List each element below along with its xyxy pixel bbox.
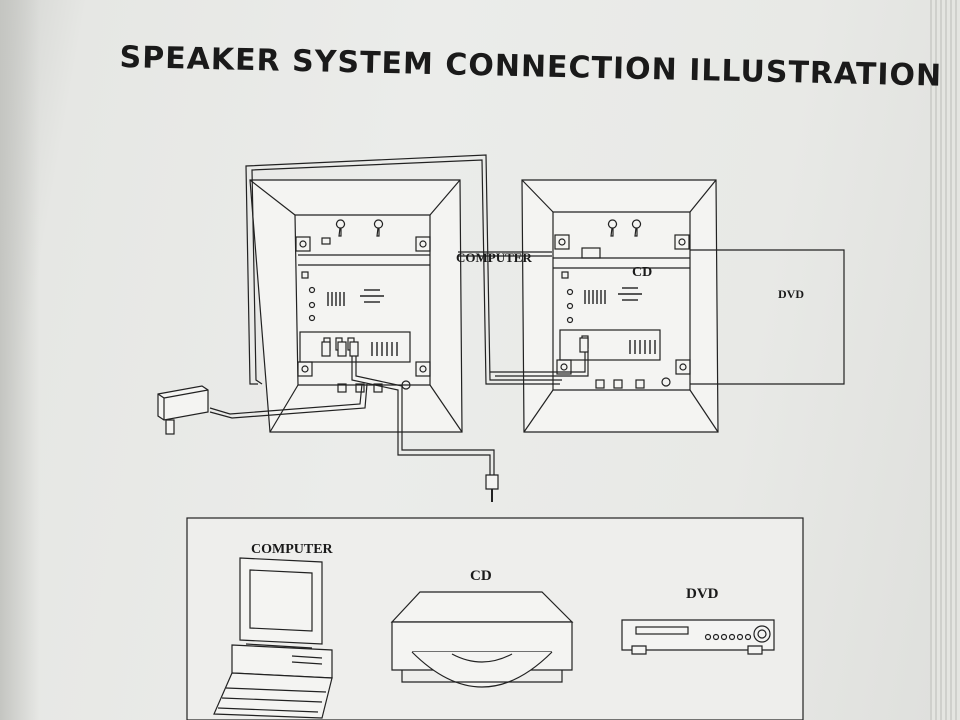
speaker-link-cable [245, 154, 562, 385]
dvd-player-icon [621, 619, 775, 655]
right-speaker [521, 179, 719, 433]
audio-input-cable [351, 355, 499, 502]
label-dvd-source: DVD [778, 287, 804, 301]
left-speaker [249, 179, 463, 433]
legend-label-cd: CD [470, 568, 492, 584]
power-adapter [157, 385, 209, 435]
cd-player-icon [390, 591, 574, 688]
page-edge [930, 0, 960, 720]
computer-icon [213, 557, 333, 719]
source-signal-cable [490, 350, 589, 377]
legend-label-computer: COMPUTER [251, 542, 334, 557]
binding-shadow [0, 0, 40, 720]
legend-label-dvd: DVD [686, 586, 719, 602]
label-cd-source: CD [632, 265, 652, 280]
power-cable [209, 383, 368, 419]
connector-plugs [321, 337, 589, 357]
dvd-source-box [690, 249, 845, 385]
label-computer-source: COMPUTER [456, 250, 532, 265]
